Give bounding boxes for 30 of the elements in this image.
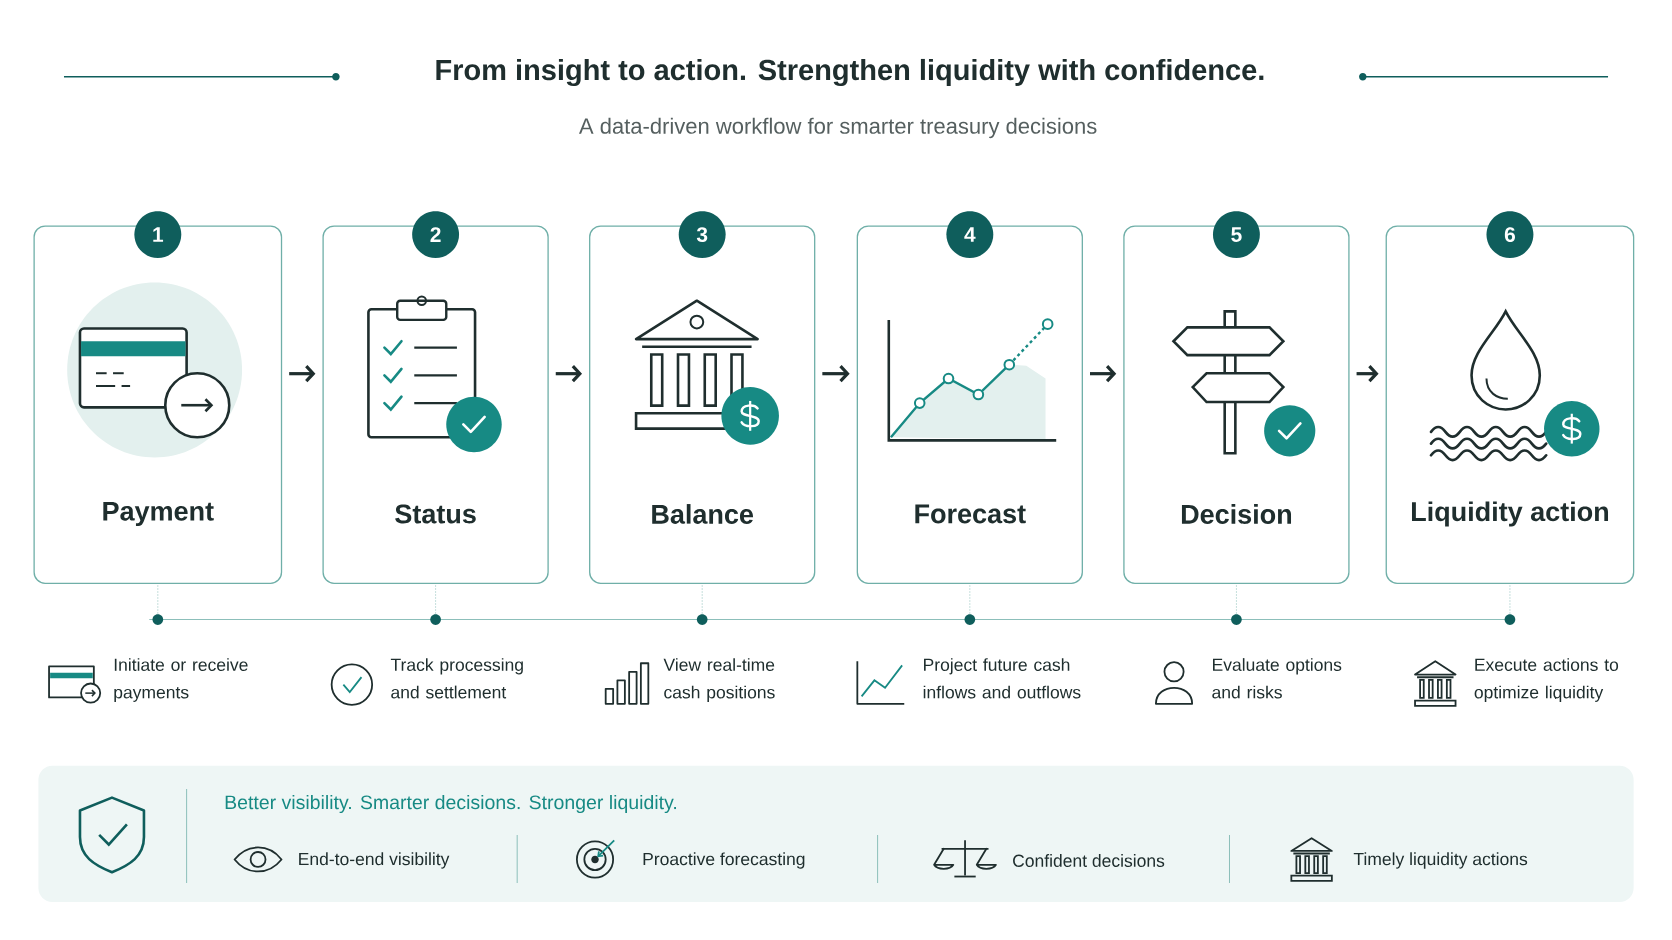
step-description: Track processing and settlement <box>390 657 523 699</box>
arrow <box>289 364 316 382</box>
number-badge: 6 <box>1486 210 1534 258</box>
card-title: Forecast <box>915 504 1026 524</box>
number-badge: 4 <box>946 210 994 258</box>
card-title: Liquidity action <box>1412 501 1608 527</box>
step-description: Execute actions to optimize liquidity <box>1474 657 1619 702</box>
arrow <box>1356 364 1379 382</box>
step-description: Project future cash inflows and outflows <box>923 657 1081 699</box>
number-badge: 5 <box>1212 210 1260 258</box>
title: From insight to action. Strengthen liquidity with confidence. <box>436 58 1264 86</box>
arrow <box>822 364 850 382</box>
number-badge: 2 <box>412 210 460 258</box>
benefit-text: Proactive forecasting <box>643 852 805 869</box>
arrow <box>1090 364 1117 382</box>
card-title: Balance <box>652 503 754 524</box>
step-description: Initiate or receive payments <box>114 657 248 702</box>
benefit-text: Timely liquidity actions <box>1353 852 1528 869</box>
step-description: View real-time cash positions <box>663 657 775 702</box>
subtitle: A data-driven workflow for smarter treasury decisions <box>579 117 1097 138</box>
arrow <box>555 364 583 382</box>
card-title: Decision <box>1181 503 1291 524</box>
benefit-text: End-to-end visibility <box>299 852 450 869</box>
number-badge: 1 <box>134 210 182 258</box>
step-description: Evaluate options and risks <box>1212 657 1342 699</box>
card-title: Payment <box>103 501 214 526</box>
card-title: Status <box>395 504 476 524</box>
benefit-text: Confident decisions <box>1013 853 1165 867</box>
number-badge: 3 <box>678 210 726 258</box>
tagline: Better visibility. Smarter decisions. Stronger liquidity. <box>225 794 676 813</box>
